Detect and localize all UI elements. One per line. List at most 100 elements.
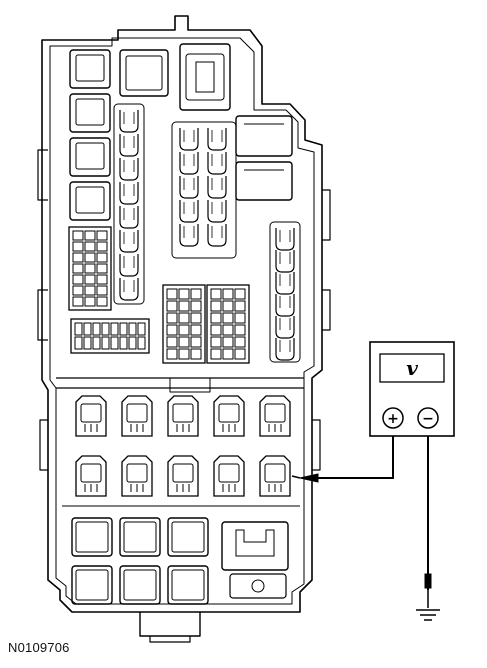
- negative-terminal: [417, 407, 439, 429]
- left-fuse-bank-cell: [96, 230, 108, 241]
- large-relay-inner: [171, 569, 205, 601]
- left-fuse-bank-cell: [96, 285, 108, 296]
- center-fuse-bank-cell: [210, 336, 222, 348]
- mini-fuse-blade: [211, 202, 223, 214]
- mini-fuse: [207, 152, 227, 175]
- large-relay: [167, 517, 209, 557]
- mini-fuse-blade: [279, 340, 291, 352]
- mini-fuse: [119, 110, 139, 133]
- large-relay-inner: [75, 569, 109, 601]
- center-fuse-bank-cell: [178, 336, 190, 348]
- positive-terminal: [382, 407, 404, 429]
- relay-pins: [222, 484, 236, 492]
- mini-fuse: [179, 152, 199, 175]
- left-fuse-bank-cell: [96, 241, 108, 252]
- large-relay: [119, 517, 161, 557]
- left-fuse-bank-cell: [72, 230, 84, 241]
- relay-window: [264, 403, 286, 423]
- relay: [69, 49, 111, 89]
- left-fuse-bank-cell: [96, 252, 108, 263]
- center-fuse-bank-cell: [178, 324, 190, 336]
- center-fuse-bank-cell: [190, 348, 202, 360]
- mini-fuse-blade: [123, 232, 135, 244]
- mini-fuse-blade: [183, 202, 195, 214]
- relay: [69, 181, 111, 221]
- center-fuse-bank-cell: [190, 324, 202, 336]
- center-fuse-bank-cell: [234, 288, 246, 300]
- large-relay: [167, 565, 209, 605]
- multimeter: v + −: [369, 341, 455, 437]
- large-relay-inner: [171, 521, 205, 553]
- center-fuse-bank-cell: [190, 300, 202, 312]
- large-relay-inner: [123, 569, 157, 601]
- center-fuse-bank-cell: [178, 348, 190, 360]
- relay-inner: [75, 98, 105, 126]
- mini-fuse-blade: [183, 178, 195, 190]
- fuse-banks: [68, 226, 250, 364]
- lower-left-connector-cell: [74, 322, 83, 336]
- center-fuse-bank-cell: [210, 348, 222, 360]
- left-fuse-bank-cell: [96, 296, 108, 307]
- relay-window: [218, 463, 240, 483]
- center-fuse-bank-cell: [166, 348, 178, 360]
- large-relay-inner: [123, 521, 157, 553]
- left-fuse-bank: [68, 226, 112, 311]
- mini-fuse: [119, 230, 139, 253]
- relay-pins: [268, 484, 282, 492]
- mini-fuse: [119, 134, 139, 157]
- center-fuse-bank-cell: [222, 300, 234, 312]
- mini-fuse-blade: [123, 208, 135, 220]
- relay-pins: [84, 424, 98, 432]
- figure-reference-code: N0109706: [8, 640, 70, 655]
- mini-fuse-blade: [279, 230, 291, 242]
- left-fuse-bank-cell: [72, 252, 84, 263]
- lower-relay-rows: [75, 395, 291, 497]
- mini-fuse-blade: [123, 184, 135, 196]
- relay: [75, 395, 107, 437]
- mini-fuse: [207, 128, 227, 151]
- relay: [167, 395, 199, 437]
- mini-fuse-blade: [183, 130, 195, 142]
- fuse-holder-clip: [251, 579, 265, 593]
- mini-fuse: [119, 182, 139, 205]
- center-fuse-bank-cell: [222, 324, 234, 336]
- center-fuse-bank-cell: [166, 288, 178, 300]
- relay-inner: [75, 142, 105, 170]
- mini-fuse-blade: [279, 296, 291, 308]
- mini-fuse: [207, 200, 227, 223]
- fuse-column-frame: [113, 103, 145, 305]
- connector-block: [221, 521, 289, 571]
- multimeter-display: [379, 353, 445, 383]
- negative-terminal-symbol: −: [422, 411, 434, 427]
- mini-fuse: [275, 228, 295, 251]
- mini-fuse: [179, 176, 199, 199]
- mini-fuse-blade: [211, 178, 223, 190]
- mini-fuse-blade: [183, 154, 195, 166]
- left-fuse-bank-cell: [84, 274, 96, 285]
- mini-fuse: [275, 338, 295, 361]
- mini-fuse-blade: [123, 160, 135, 172]
- center-fuse-bank-cell: [190, 336, 202, 348]
- lower-left-connector-cell: [110, 322, 119, 336]
- left-fuse-bank-cell: [72, 285, 84, 296]
- lower-left-connector-cell: [92, 336, 101, 350]
- relay-window: [172, 463, 194, 483]
- left-fuse-bank-cell: [72, 241, 84, 252]
- relay-pins: [130, 424, 144, 432]
- mini-fuse: [119, 206, 139, 229]
- relay-inner: [75, 186, 105, 214]
- mini-fuse: [275, 272, 295, 295]
- center-fuse-bank-cell: [210, 300, 222, 312]
- left-fuse-bank-cell: [84, 263, 96, 274]
- mini-fuse-blade: [279, 252, 291, 264]
- left-fuse-bank-cell: [84, 252, 96, 263]
- relay: [259, 395, 291, 437]
- relay-window: [126, 463, 148, 483]
- lower-left-connector-cell: [74, 336, 83, 350]
- mini-fuse-blade: [123, 136, 135, 148]
- center-fuse-bank-cell: [234, 324, 246, 336]
- relay-window: [264, 463, 286, 483]
- lower-left-connector-cell: [119, 336, 128, 350]
- upper-left-relays: [69, 49, 111, 221]
